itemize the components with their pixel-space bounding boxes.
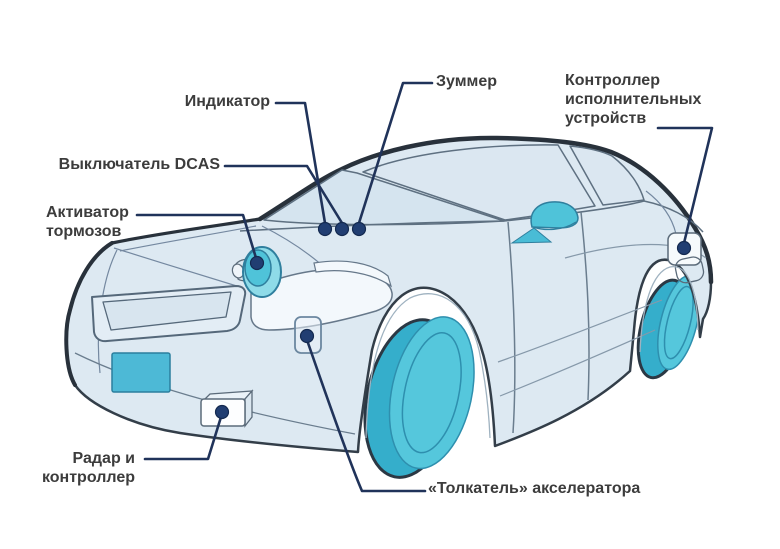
hood-front-cut [113,247,241,288]
buzzer-leader-line [357,81,434,225]
label-brake-activator-line1: Активатор [46,204,129,221]
radar-marker-dot [214,404,230,420]
label-actuator-controller-line3: устройств [565,110,647,127]
rear-side-window [569,145,645,206]
label-actuator-controller-line2: исполнительных [565,91,702,108]
radar-leader-line [143,415,223,461]
rear-door-seam [580,211,590,401]
license-plate [111,352,171,393]
front-side-window [362,144,596,221]
activator-leader-line [135,213,258,260]
label-radar-controller: Радар и контроллер [30,449,135,487]
controller-leader-line [656,126,714,245]
controller-marker-dot [676,240,692,256]
label-actuator-controller: Контроллер исполнительных устройств [565,71,701,128]
side-mirror [530,201,579,229]
fuel-door [674,256,705,284]
front-outline [64,241,114,387]
label-dcas-switch: Выключатель DCAS [58,156,220,173]
door-crease-lower [499,329,656,397]
hood-inner-line [119,225,257,252]
pusher-marker-dot [299,328,315,344]
trunk-seam [645,190,677,235]
activator-marker-dot [249,255,265,271]
car-illustration [64,81,714,493]
door-crease-upper [497,299,663,363]
front-arch-lip [365,293,491,439]
rear-arch-lip [639,266,699,353]
label-radar-controller-line2: контроллер [41,469,135,486]
label-actuator-controller-line1: Контроллер [565,72,660,89]
component-markers [214,221,692,420]
grille-inner [102,291,232,331]
label-buzzer: Зуммер [436,73,498,90]
pusher-leader-line [305,338,427,493]
leader-lines [135,81,714,493]
mirror-shade [532,221,577,231]
quarter-glass [510,227,553,244]
label-brake-activator-line2: тормозов [46,223,122,240]
indicator-marker-dot [317,221,333,237]
buzzer-marker-dot [351,221,367,237]
headlight-upper-swoosh [313,260,393,288]
roof-outline [257,135,714,285]
label-accel-pusher: «Толкатель» акселератора [428,480,641,497]
front-door-seam [507,221,516,434]
dcas-marker-dot [334,221,350,237]
label-indicator: Индикатор [184,93,270,110]
label-radar-controller-line1: Радар и [72,450,135,467]
label-brake-activator: Активатор тормозов [46,203,129,241]
dcas-leader-line [223,164,344,225]
front-wheel [363,316,475,479]
